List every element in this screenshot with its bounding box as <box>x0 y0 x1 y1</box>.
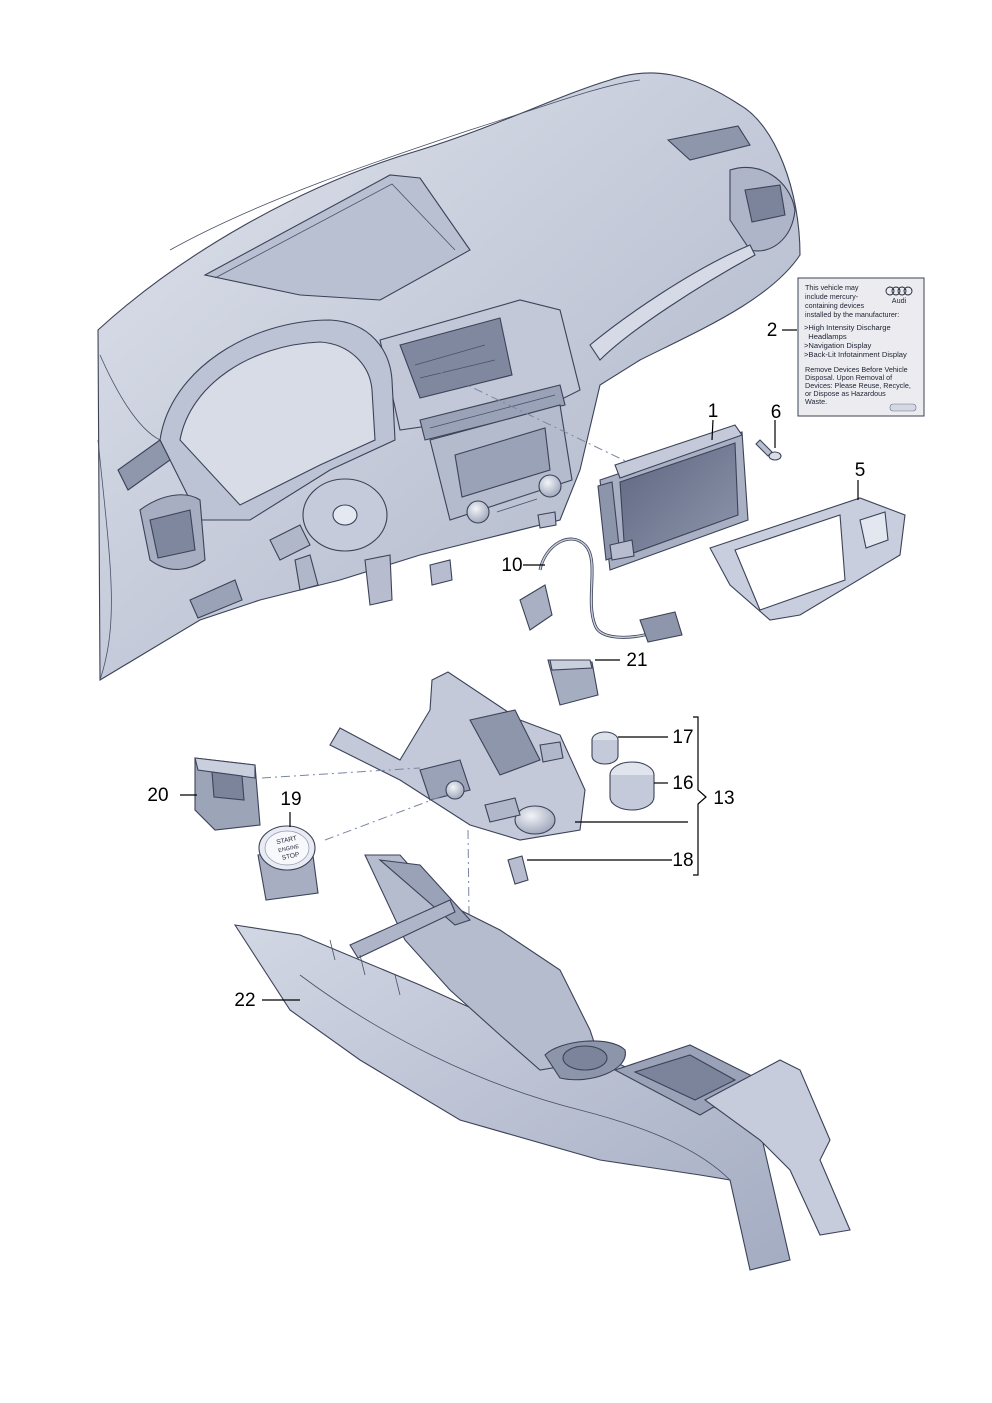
leader-dash-19 <box>324 794 446 841</box>
callout-19: 19 <box>280 789 301 810</box>
part-18-clip <box>507 855 529 885</box>
label-footer-1: Remove Devices Before Vehicle <box>805 365 908 374</box>
part-16-knob <box>609 761 655 811</box>
label-line-3: containing devices <box>805 301 865 310</box>
label-line-1: This vehicle may <box>805 283 859 292</box>
screw-part <box>755 439 782 461</box>
label-highlight-2: Headlamps <box>804 332 847 341</box>
label-footer-4: or Dispose as Hazardous <box>805 389 886 398</box>
callout-1: 1 <box>708 401 719 422</box>
engine-label: ENGINE <box>278 844 300 854</box>
display-bezel <box>709 497 906 621</box>
label-footer-2: Disposal. Upon Removal of <box>805 373 892 382</box>
callout-22: 22 <box>234 990 255 1011</box>
label-footer-5: Waste. <box>805 397 827 406</box>
part-17-knob <box>591 731 619 765</box>
leader-lines <box>180 329 859 1001</box>
display-unit <box>597 424 749 571</box>
stop-label: STOP <box>281 851 300 862</box>
start-label: START <box>276 835 298 846</box>
console-trim-plate <box>329 671 586 841</box>
callout-6: 6 <box>771 402 782 423</box>
label-line-4: installed by the manufacturer: <box>805 310 899 319</box>
callout-5: 5 <box>855 460 866 481</box>
label-footer-3: Devices: Please Reuse, Recycle, <box>805 381 911 390</box>
callout-20: 20 <box>147 785 168 806</box>
leader-dash-20 <box>261 767 421 779</box>
callout-10: 10 <box>501 555 522 576</box>
label-highlight-4: >Back-Lit Infotainment Display <box>804 350 907 359</box>
label-line-2: include mercury- <box>805 292 859 301</box>
part-20-switch <box>194 757 261 831</box>
callout-16: 16 <box>672 773 693 794</box>
dashboard-panel <box>97 72 801 681</box>
callout-17: 17 <box>672 727 693 748</box>
callout-13: 13 <box>713 788 734 809</box>
audi-rings-icon <box>885 286 913 296</box>
start-stop-button: START ENGINE STOP <box>257 825 319 901</box>
wiring-cable <box>519 537 683 643</box>
center-console <box>233 854 851 1271</box>
leader-dash-screen <box>439 371 641 469</box>
label-highlight-1: >High Intensity Discharge <box>804 323 891 332</box>
label-brand: Audi <box>892 296 907 305</box>
callout-18: 18 <box>672 850 693 871</box>
callout-21: 21 <box>626 650 647 671</box>
callout-2: 2 <box>767 320 778 341</box>
warning-label: Audi This vehicle may include mercury- c… <box>797 277 925 417</box>
label-highlight-3: >Navigation Display <box>804 341 872 350</box>
